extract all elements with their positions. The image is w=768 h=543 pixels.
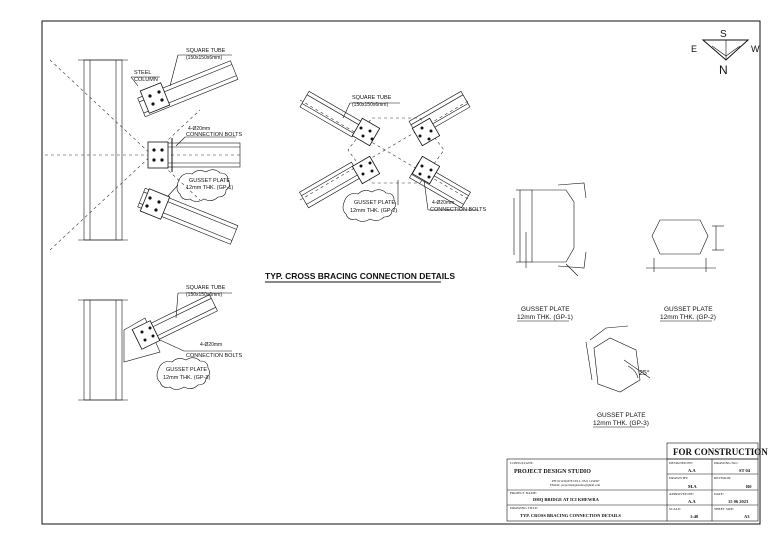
d1-gusset-label-2: 12mm THK. (GP-1) bbox=[186, 185, 233, 191]
approved-by-label: APPROVED BY: bbox=[669, 492, 694, 496]
gusset-plate-gp1: GUSSET PLATE 12mm THK. (GP-1) bbox=[513, 182, 587, 322]
d3-square-tube-size: (150x150x6mm) bbox=[186, 292, 222, 298]
drawing-title: TYP. CROSS BRACING CONNECTION DETAILS bbox=[520, 513, 621, 518]
d2-bolts-label: 4-Ø20mm bbox=[432, 200, 454, 206]
title-block: FOR CONSTRUCTION CONSULTANT: PROJECT DES… bbox=[506, 442, 768, 522]
main-detail-title: TYP. CROSS BRACING CONNECTION DETAILS bbox=[265, 271, 455, 281]
sheet-border bbox=[41, 20, 761, 525]
approved-by: A.A bbox=[688, 499, 696, 504]
gp3-thickness: 12mm THK. (GP-3) bbox=[593, 420, 649, 427]
d2-gusset-label: GUSSET PLATE bbox=[354, 200, 395, 206]
d1-bolts-label-2: CONNECTION BOLTS bbox=[186, 132, 242, 138]
d2-bolts-label-2: CONNECTION BOLTS bbox=[430, 207, 486, 213]
gp2-title: GUSSET PLATE bbox=[664, 306, 713, 313]
drawing-title-label: DRAWING TITLE: bbox=[510, 506, 538, 510]
d1-square-tube-size: (150x150x6mm) bbox=[186, 55, 222, 61]
consultant-contact-1: PH: 0212345678 CELL: 0321 1234567 bbox=[552, 479, 600, 483]
d2-square-tube-size: (150x150x6mm) bbox=[352, 102, 388, 108]
compass-east: E bbox=[691, 44, 697, 54]
compass-symbol: S E W N bbox=[691, 29, 760, 77]
d3-bolts-label-2: CONNECTION BOLTS bbox=[186, 353, 242, 359]
gusset-plate-gp2: GUSSET PLATE 12mm THK. (GP-2) bbox=[646, 219, 724, 322]
drawing-no-label: DRAWING NO.: bbox=[714, 461, 738, 465]
d1-square-tube-label: SQUARE TUBE bbox=[186, 48, 226, 54]
drawn-by: M.A bbox=[688, 484, 697, 489]
d3-square-tube-label: SQUARE TUBE bbox=[186, 285, 226, 291]
date-label: DATE: bbox=[714, 492, 724, 496]
d1-bolts-label: 4-Ø20mm bbox=[188, 126, 210, 132]
designed-by: A.A bbox=[688, 468, 696, 473]
sheet-size-label: SHEET SIZE: bbox=[714, 507, 734, 511]
d3-gusset-label: GUSSET PLATE bbox=[166, 367, 207, 373]
compass-south: S bbox=[720, 29, 727, 40]
d2-square-tube-label: SQUARE TUBE bbox=[352, 95, 392, 101]
drawn-by-label: DRAWN BY: bbox=[669, 476, 688, 480]
date-value: 15 06 2023 bbox=[728, 499, 749, 504]
d1-steel-column-label: STEEL bbox=[134, 70, 151, 76]
compass-west: W bbox=[751, 44, 760, 54]
d2-gusset-label-2: 12mm THK. (GP-2) bbox=[350, 208, 397, 214]
gusset-plate-gp3: 25° GUSSET PLATE 12mm THK. (GP-3) bbox=[585, 325, 651, 428]
d3-gusset-label-2: 12mm THK. (GP-3) bbox=[163, 375, 210, 381]
d3-bolts-label: 4-Ø20mm bbox=[200, 342, 222, 348]
gp3-title: GUSSET PLATE bbox=[597, 412, 646, 419]
scale-label: SCALE: bbox=[669, 507, 681, 511]
gp1-title: GUSSET PLATE bbox=[521, 306, 570, 313]
gp2-thickness: 12mm THK. (GP-2) bbox=[660, 314, 716, 321]
construction-status: FOR CONSTRUCTION bbox=[673, 447, 768, 457]
detail-1-column-connection: SQUARE TUBE (150x150x6mm) STEEL COLUMN 4… bbox=[45, 48, 242, 251]
d1-steel-column-label-2: COLUMN bbox=[134, 77, 158, 83]
gp3-angle: 25° bbox=[639, 369, 650, 377]
detail-3-column-connection: SQUARE TUBE (150x150x6mm) 4-Ø20mm CONNEC… bbox=[78, 285, 242, 401]
sheet-size: A3 bbox=[744, 514, 750, 519]
revision: R0 bbox=[746, 484, 752, 489]
d1-gusset-label: GUSSET PLATE bbox=[189, 178, 230, 184]
drawing-no: ST 04 bbox=[739, 468, 751, 473]
consultant-contact-2: EMAIL: projectdesignstudio@gmail.com bbox=[550, 483, 601, 487]
gp1-thickness: 12mm THK. (GP-1) bbox=[517, 314, 573, 321]
consultant-name: PROJECT DESIGN STUDIO bbox=[514, 469, 591, 475]
compass-north: N bbox=[719, 63, 728, 77]
designed-by-label: DESIGNED BY: bbox=[669, 461, 693, 465]
scale-value: 1:40 bbox=[690, 514, 699, 519]
project-name: DHQ BRIDGE AT ICI KHEWRA bbox=[533, 497, 600, 502]
detail-2-cross-connection: SQUARE TUBE (150x150x6mm) GUSSET PLATE 1… bbox=[299, 90, 486, 222]
revision-label: REVISION: bbox=[714, 476, 731, 480]
project-label: PROJECT NAME: bbox=[510, 491, 537, 495]
consultant-label: CONSULTANT: bbox=[510, 461, 534, 465]
